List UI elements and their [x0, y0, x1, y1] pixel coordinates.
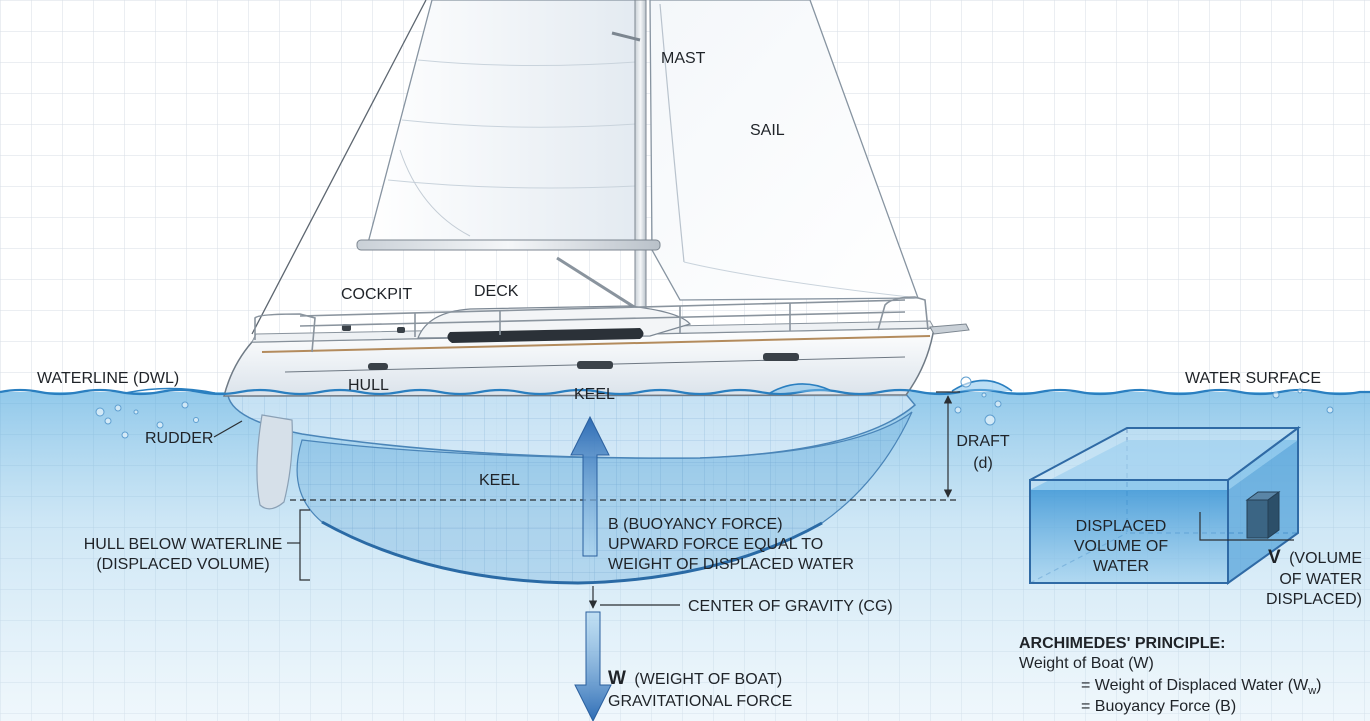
displaced-volume-bracket	[299, 509, 310, 581]
wave-crest	[951, 379, 1013, 392]
displaced-volume-cube-icon	[1245, 491, 1281, 539]
keel-label-upper: KEEL	[574, 386, 615, 403]
spreader	[611, 31, 641, 42]
lifelines	[254, 296, 929, 353]
winch	[397, 327, 405, 333]
displaced-water-box	[1029, 426, 1302, 585]
draft-symbol: (d)	[973, 455, 993, 472]
principle-line-1: Weight of Boat (W)	[1019, 655, 1154, 672]
weight-title: (WEIGHT OF BOAT)	[634, 671, 782, 688]
deck-label: DECK	[474, 283, 519, 300]
sail-label: SAIL	[750, 122, 785, 139]
buoyancy-description: WEIGHT OF DISPLACED WATER	[608, 556, 854, 573]
backstay	[251, 0, 427, 335]
buoyancy-label: B (BUOYANCY FORCE)	[608, 516, 783, 533]
water-surface-label: WATER SURFACE	[1185, 370, 1321, 387]
porthole	[763, 353, 799, 361]
hull-label: HULL	[348, 377, 389, 394]
draft-label: DRAFT	[956, 433, 1010, 450]
volume-leader	[1199, 512, 1294, 541]
hull-below-waterline-label: HULL BELOW WATERLINE	[84, 536, 283, 553]
volume-title: (VOLUME	[1289, 550, 1362, 567]
boom	[356, 239, 661, 251]
buoyancy-description: UPWARD FORCE EQUAL TO	[608, 536, 823, 553]
wave-crest	[124, 387, 216, 394]
volume-symbol: V	[1268, 547, 1281, 568]
coachroof-window	[447, 328, 644, 343]
principle-line-2-text: = Weight of Displaced Water (W	[1081, 677, 1309, 694]
displaced-volume-label: VOLUME OF	[1074, 538, 1168, 555]
principle-line-2-subscript: w	[1307, 685, 1316, 697]
keel-bottom-edge	[321, 520, 823, 585]
waterline-label: WATERLINE (DWL)	[37, 370, 179, 387]
volume-description: OF WATER	[1279, 571, 1362, 588]
weight-symbol: W	[608, 668, 626, 689]
mast	[634, 0, 647, 319]
weight-label: W (WEIGHT OF BOAT)	[608, 668, 782, 689]
bow-roller	[929, 323, 970, 335]
volume-label: V (VOLUME	[1268, 547, 1362, 568]
principle-line-2: = Weight of Displaced Water (Ww)	[1081, 677, 1321, 697]
principle-line-2-end: )	[1316, 677, 1321, 694]
bubbles	[95, 376, 1334, 439]
gravity-arrow-icon	[574, 611, 612, 721]
boom-vang	[556, 256, 643, 314]
displaced-volume-label: WATER	[1093, 558, 1149, 575]
cockpit-label: COCKPIT	[341, 286, 412, 303]
rudder	[256, 414, 293, 510]
mast-label: MAST	[661, 50, 706, 67]
rudder-label: RUDDER	[145, 430, 213, 447]
displaced-volume-label: DISPLACED	[1076, 518, 1167, 535]
wave-crest	[769, 383, 833, 394]
buoyancy-arrow-icon	[570, 415, 610, 557]
hull-below-waterline-sublabel: (DISPLACED VOLUME)	[96, 556, 269, 573]
porthole	[577, 361, 613, 369]
sail	[649, 0, 919, 301]
waterline	[0, 388, 1370, 396]
volume-description: DISPLACED)	[1266, 591, 1362, 608]
keel-label-lower: KEEL	[479, 472, 520, 489]
gravitational-force-label: GRAVITATIONAL FORCE	[608, 693, 792, 710]
principle-line-3: = Buoyancy Force (B)	[1081, 698, 1236, 715]
center-of-gravity-label: CENTER OF GRAVITY (CG)	[688, 598, 893, 615]
porthole	[368, 363, 388, 370]
underwater-hull-grid	[228, 393, 915, 459]
principle-title: ARCHIMEDES' PRINCIPLE:	[1019, 635, 1225, 652]
keel-grid	[297, 412, 913, 583]
rudder-leader	[213, 420, 243, 438]
